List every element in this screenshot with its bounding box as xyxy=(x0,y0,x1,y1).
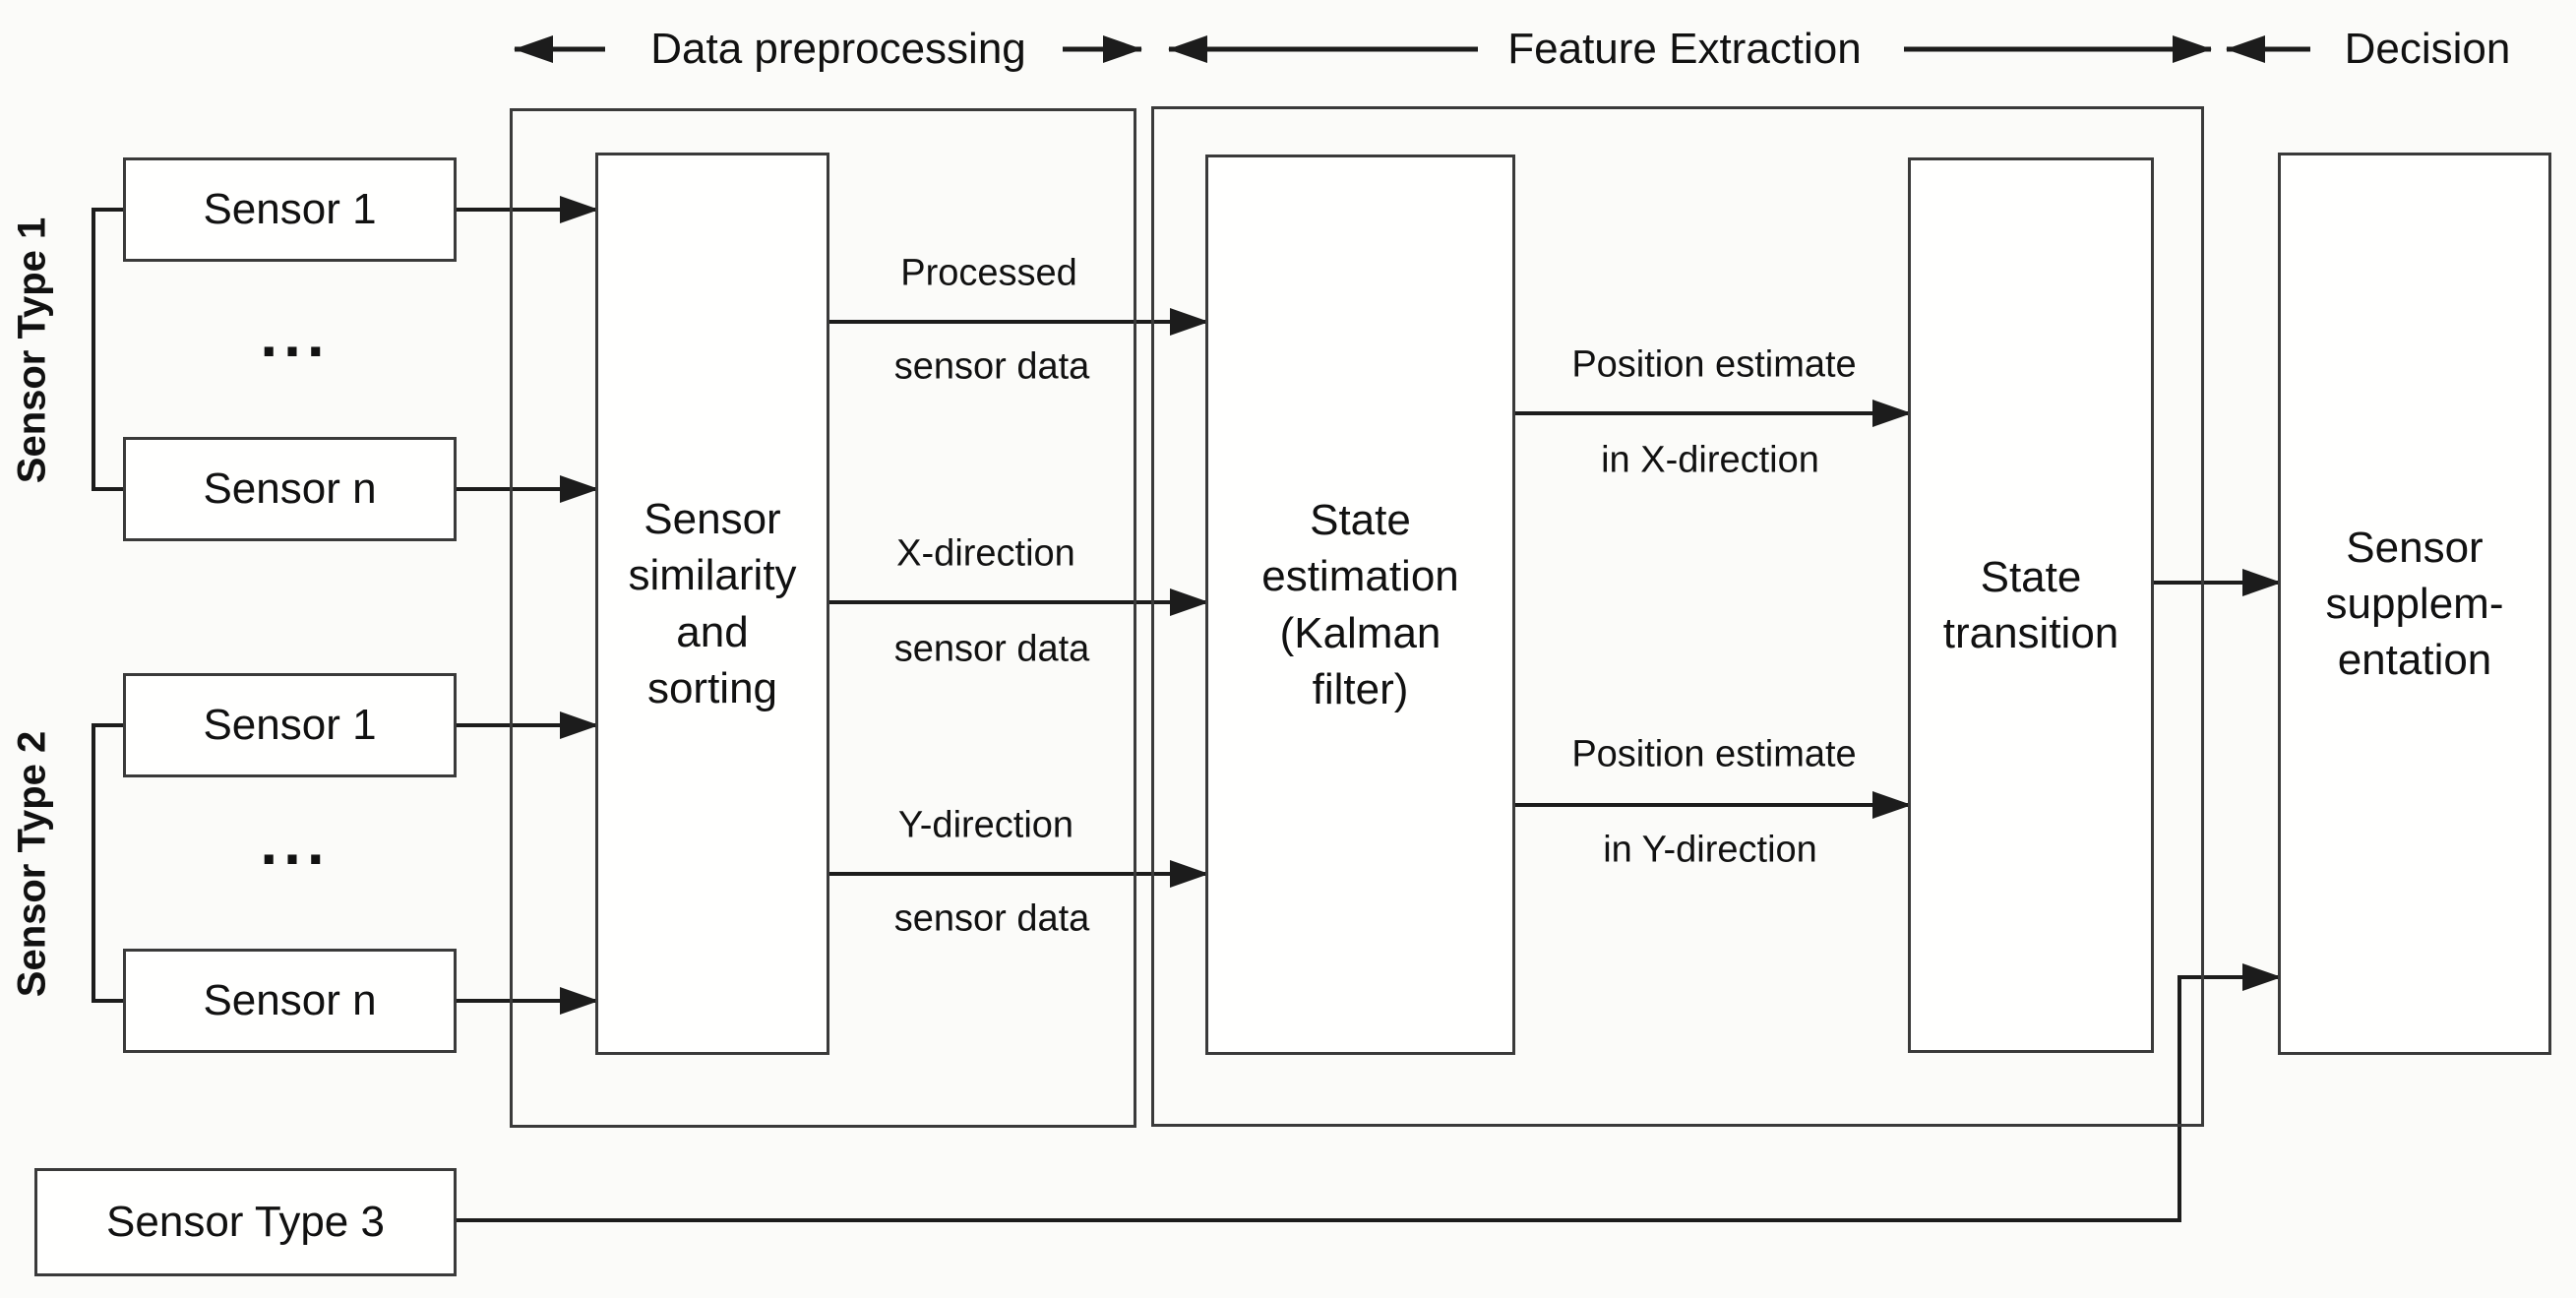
block-label: Sensor supplem- entation xyxy=(2325,523,2504,685)
flow-label-xdir-top: X-direction xyxy=(896,532,1075,575)
flow-label-position-y-top: Position estimate xyxy=(1571,733,1857,775)
flow-label-position-y-bottom: in Y-direction xyxy=(1603,829,1817,871)
section-label-preprocessing: Data preprocessing xyxy=(650,25,1026,73)
sensor-box-type1-first: Sensor 1 xyxy=(123,157,457,262)
bracket-sensor-type2 xyxy=(92,723,123,1003)
bracket-sensor-type1 xyxy=(92,208,123,491)
sensor-box-type1-last: Sensor n xyxy=(123,437,457,541)
block-label: Sensor similarity and sorting xyxy=(628,495,797,712)
sensor-box-label: Sensor n xyxy=(203,976,377,1024)
flow-label-processed-top: Processed xyxy=(900,252,1077,294)
sensor-box-label: Sensor 1 xyxy=(203,701,377,749)
block-state-estimation: State estimation (Kalman filter) xyxy=(1205,155,1515,1055)
block-label: State estimation (Kalman filter) xyxy=(1261,496,1459,713)
group-label-sensor-type2: Sensor Type 2 xyxy=(10,730,54,998)
sensor-box-label: Sensor n xyxy=(203,464,377,513)
block-state-transition: State transition xyxy=(1908,157,2154,1053)
sensor-box-type2-last: Sensor n xyxy=(123,949,457,1053)
block-label: State transition xyxy=(1942,552,2119,657)
flow-label-ydir-bottom: sensor data xyxy=(893,897,1090,940)
section-label-decision: Decision xyxy=(2344,25,2511,73)
sensor-box-type3: Sensor Type 3 xyxy=(34,1168,457,1276)
sensor-box-label: Sensor Type 3 xyxy=(106,1198,385,1246)
flow-label-position-x-top: Position estimate xyxy=(1571,343,1857,386)
container-feature-extraction xyxy=(1151,106,2204,1127)
container-preprocessing xyxy=(510,108,1136,1128)
ellipsis-type2: ... xyxy=(260,807,331,878)
flow-label-processed-bottom: sensor data xyxy=(893,345,1090,388)
sensor-box-type2-first: Sensor 1 xyxy=(123,673,457,777)
section-label-feature-extraction: Feature Extraction xyxy=(1507,25,1862,73)
flow-label-position-x-bottom: in X-direction xyxy=(1601,439,1819,481)
block-sensor-supplementation: Sensor supplem- entation xyxy=(2278,153,2551,1055)
block-sensor-similarity: Sensor similarity and sorting xyxy=(595,153,829,1055)
sensor-box-label: Sensor 1 xyxy=(203,185,377,233)
flow-label-ydir-top: Y-direction xyxy=(897,804,1074,846)
connector-sensor-type3 xyxy=(453,963,2282,1222)
ellipsis-type1: ... xyxy=(260,299,331,370)
flow-label-xdir-bottom: sensor data xyxy=(893,628,1090,670)
group-label-sensor-type1: Sensor Type 1 xyxy=(10,216,54,484)
